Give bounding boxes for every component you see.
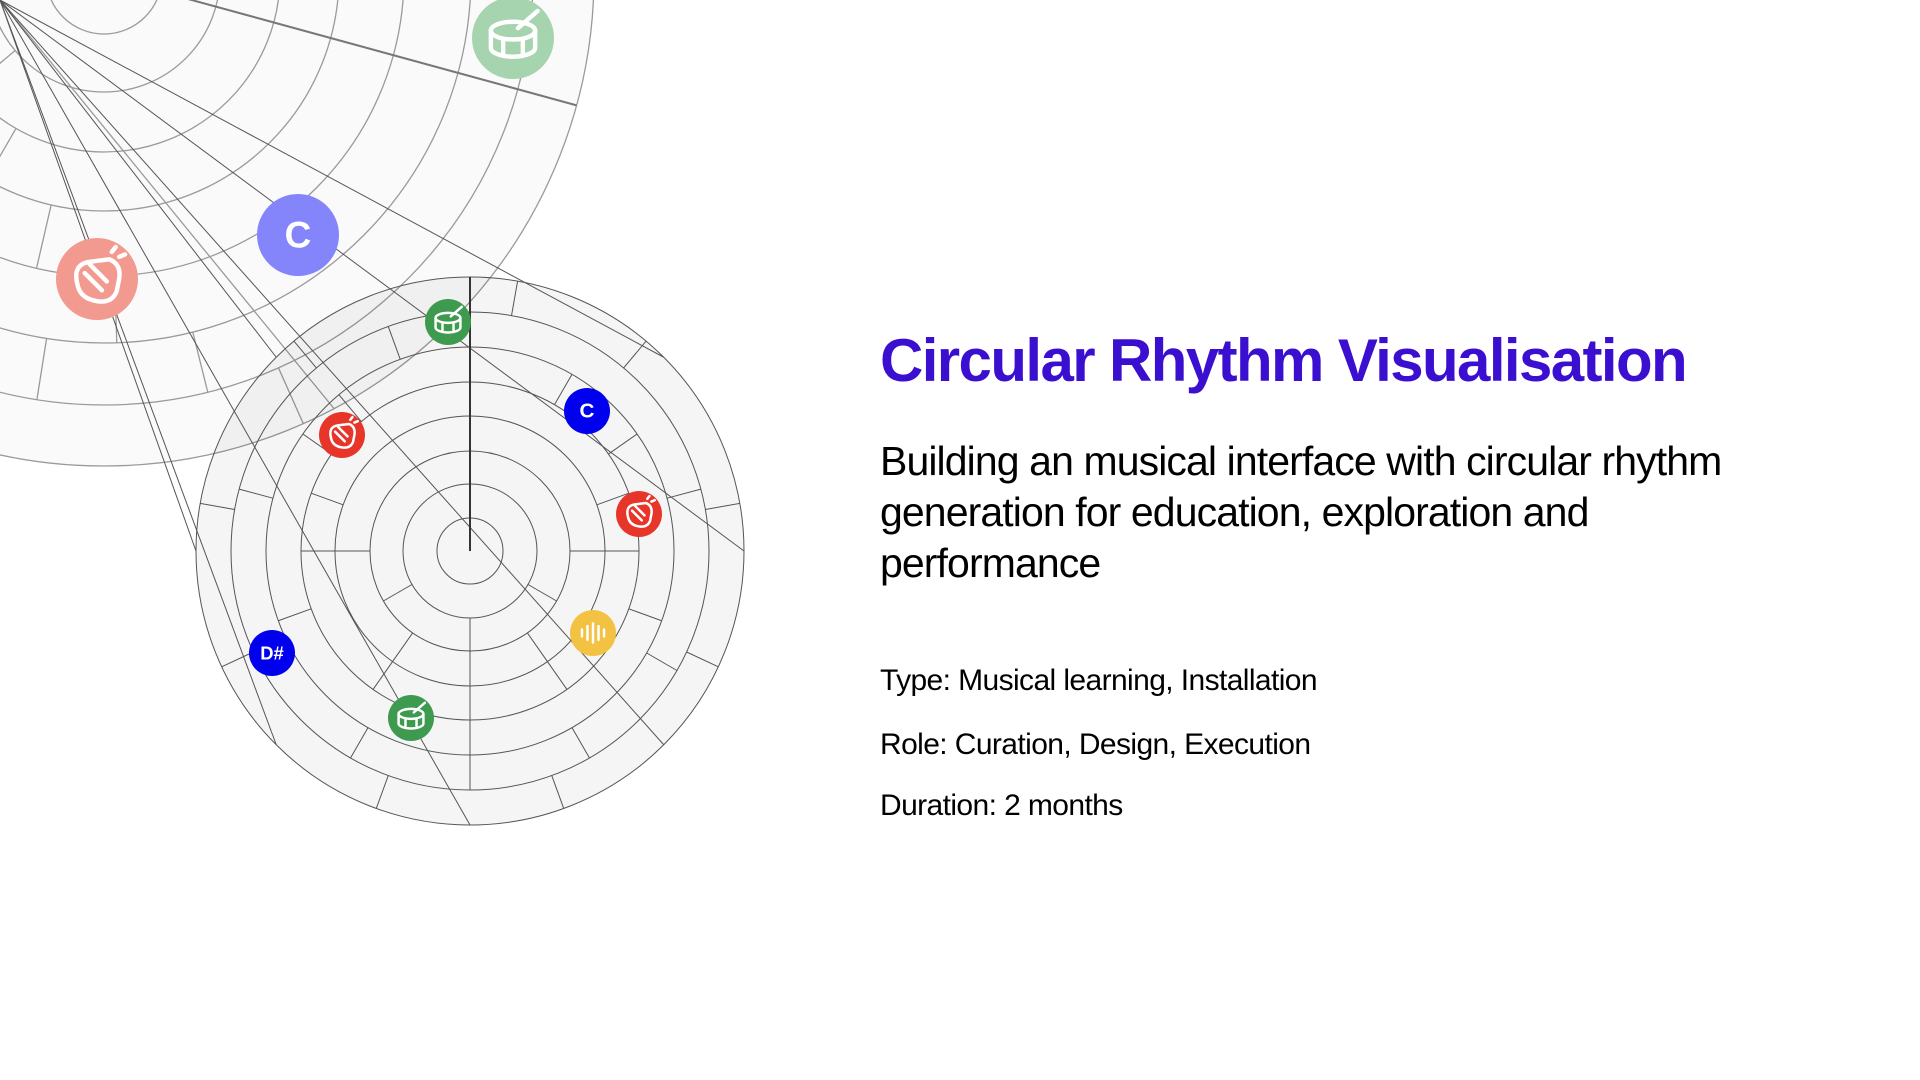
project-duration: Duration: 2 months [880,789,1123,822]
small-wheel-divider [511,281,519,316]
large-wheel-ring [0,0,471,344]
large-wheel-ring [0,0,279,153]
note-label: D# [260,643,284,664]
small-wheel-divider [387,326,401,360]
drum-marker[interactable] [472,0,554,79]
small-wheel-divider [0,0,665,746]
clap-marker[interactable] [616,491,662,537]
page-title: Circular Rhythm Visualisation [880,327,1688,394]
marker-circle [616,491,662,537]
clap-marker[interactable] [56,238,138,320]
large-wheel-ring [50,0,158,35]
drum-icon [434,305,464,334]
large-wheel-divider [0,0,335,410]
small-wheel-divider [547,661,568,690]
marker-circle [249,630,295,676]
large-wheel-divider [277,367,304,424]
large-wheel-ring [0,0,533,406]
small-wheel-divider [338,394,362,422]
drum-marker[interactable] [388,695,434,741]
clap-marker[interactable] [319,412,365,458]
small-wheel-divider [0,0,664,358]
drum-marker[interactable] [425,299,471,345]
wheel-markers: C C D# [56,0,662,741]
note-label: C [285,215,312,256]
small-wheel-divider [221,651,254,668]
small-wheel-divider [628,608,662,622]
project-type: Type: Musical learning, Installation [880,664,1318,697]
small-wheel-divider [608,433,638,455]
small-wheel-divider [646,652,678,671]
small-wheel-divider [372,661,393,690]
small-wheel-divider [392,632,414,662]
note-marker[interactable]: C [564,388,610,434]
small-wheel-divider [686,651,719,668]
large-wheel-divider [0,50,16,65]
small-wheel-divider [0,0,745,552]
large-wheel-ring [0,0,594,467]
small-wheel-divider [0,0,277,358]
small-wheel-divider [350,727,369,759]
small-wheel-divider [239,488,274,499]
clap-icon [74,244,128,304]
clap-icon [329,415,359,449]
small-wheel-divider [554,374,573,405]
small-wheel-divider [383,584,413,602]
large-wheel-divider [0,128,17,158]
note-label: C [580,400,595,423]
small-wheel-divider [293,340,317,369]
small-wheel-divider [666,488,701,499]
project-description: Building an musical interface with circu… [880,438,1722,586]
note-marker[interactable]: C [257,194,339,276]
small-wheel-divider [526,632,548,662]
clap-icon [626,494,656,528]
large-wheel-ring [0,0,339,212]
marker-circle [319,412,365,458]
small-wheel-divider [200,502,235,510]
marker-circle [564,388,610,434]
drum-icon [397,701,427,730]
small-wheel-divider [375,775,389,809]
large-wheel-divider [36,338,48,400]
small-wheel-divider [705,502,740,510]
small-wheel-divider [311,492,344,506]
small-wheel-divider [0,0,471,826]
small-wheel-divider [0,0,277,745]
small-wheel-divider [596,492,629,506]
sound-wave-icon [580,622,606,644]
note-marker[interactable]: D# [249,630,295,676]
large-wheel-ring [0,0,219,93]
drum-icon [488,8,540,59]
small-wheel-divider [571,727,590,759]
marker-circle [257,194,339,276]
marker-circle [56,238,138,320]
large-wheel-playhead [187,0,577,107]
sound-wave-marker[interactable] [570,610,616,656]
small-wheel-divider [551,775,565,809]
small-wheel-divider [278,608,312,622]
small-wheel-divider [527,584,557,602]
large-wheel-divider [35,204,52,269]
project-role: Role: Curation, Design, Execution [880,728,1311,761]
